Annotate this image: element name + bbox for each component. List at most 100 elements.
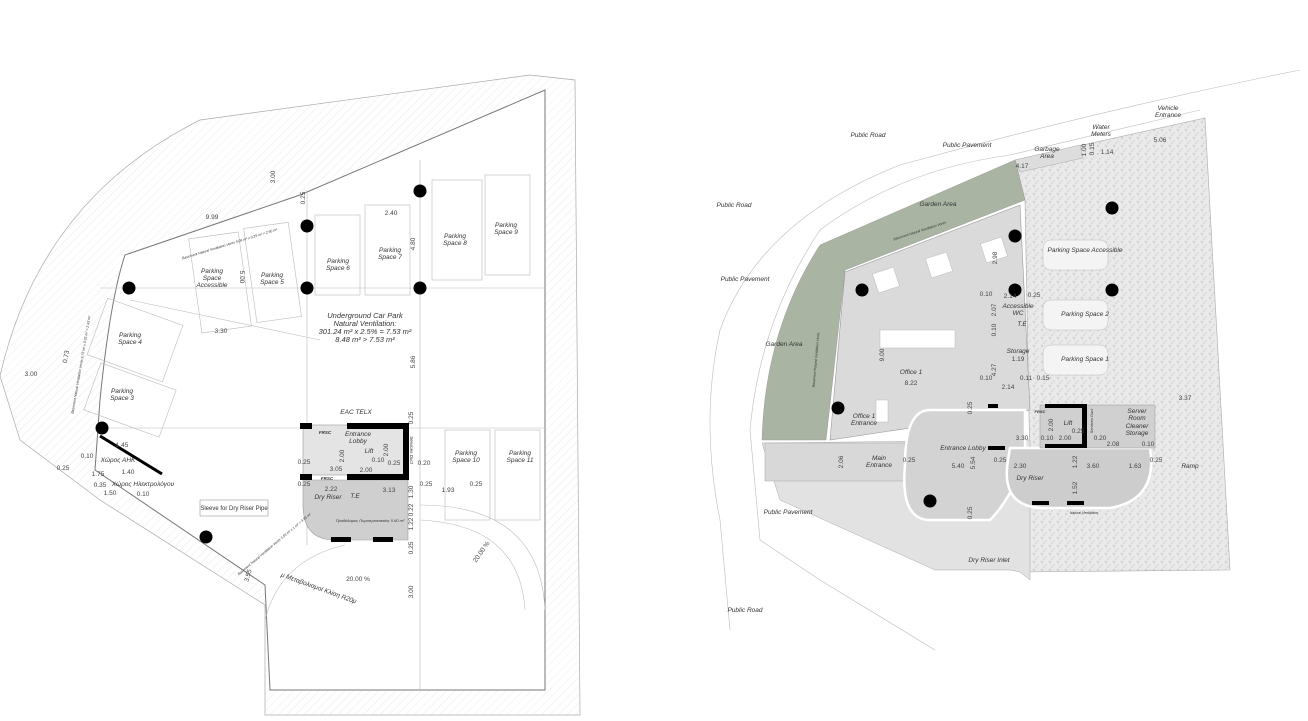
dimension: 0.10 [137,491,150,498]
dimension: 5.86 [410,355,417,368]
dimension: 9.00 [879,348,886,361]
dimension: 2.00 [339,449,346,462]
dimension: 0.10 [1041,435,1054,442]
road-edge [709,69,1301,631]
vent-strip-label: Basement Natural Ventilation Vents [812,332,821,387]
column [95,421,109,435]
note-line: Natural Ventilation: [333,319,396,328]
dimension: 0.20 [1094,435,1107,442]
main-entrance-label: Main Entrance [865,455,893,469]
dimension: 1.40 [122,469,135,476]
dry-riser-inlet-label: Dry Riser Inlet [968,557,1010,564]
column [1008,283,1022,297]
dimension: 1.22 [408,517,415,530]
server-room-label: Server Room [1127,408,1147,422]
garden-area-label: Garden Area [920,201,957,208]
column [199,530,213,544]
dimension: 1.75 [92,471,105,478]
public-pavement-label: Public Pavement [721,276,771,283]
stair-note: Προθάλαμος Πυροπροστασίας 5.60 m² [336,518,405,523]
dimension: 3.13 [383,487,396,494]
garbage-area [1014,144,1084,173]
dimension: 1.45 [116,442,129,449]
note-line: 8.48 m² > 7.53 m² [335,335,395,344]
dimension: 4.80 [410,237,417,250]
column [923,494,937,508]
generator-label: Χώρος Ηλεκτρολόγου [111,480,175,488]
dimension: 2.00 [1059,435,1072,442]
dimension: 2.14 [1004,293,1017,300]
dimension: 3.37 [1179,395,1192,402]
frsc-label: FRSC [1035,409,1046,414]
dimension: 2.30 [1014,463,1027,470]
dimension: 0.10 [1142,441,1155,448]
lift-core [1039,404,1156,449]
column [300,219,314,233]
dimension: 0.10 [980,291,993,298]
core-walls [300,423,409,542]
office-entrance-label: Office 1 Entrance [850,413,878,427]
services-duct-label: Services Duct [409,436,414,465]
dimension: 2.06 [838,455,845,468]
dimension: 3.00 [408,585,415,598]
dimension: 1.00 [1081,143,1088,156]
dimension: 1.14 [1101,149,1114,156]
dry-riser-label: Dry Riser [314,494,342,501]
parking-label: Parking Space 5 [260,272,284,286]
dimension: 9.99 [206,214,219,221]
dimension: 0.25 [1028,292,1041,299]
note-line: Underground Car Park [327,311,404,320]
callout-text: Sleeve for Dry Riser Pipe [200,506,268,512]
column [1105,283,1119,297]
office-desks [872,236,1008,423]
core-walls [988,404,1087,505]
dimension: 0.25 [470,481,483,488]
parking-label: Parking Space Accessible [1048,247,1123,254]
dimension: 5.06 [1154,137,1167,144]
dimension: 2.22 [325,486,338,493]
core-lobby [302,424,409,476]
storage-label: Storage [1007,348,1030,355]
dimension: 0.25 [388,460,401,467]
public-pavement-label: Public Pavement [943,142,993,149]
dimensions: 9.99 3.00 0.25 2.40 4.80 5.00 3.30 5.86 … [25,170,483,598]
basement-plan: Underground Car Park Natural Ventilation… [0,74,581,716]
dimension: 3.00 [270,170,277,183]
dimension: 0.25 [300,191,307,204]
dimension: 0.25 [408,411,415,424]
dimension: 0.25 [298,459,311,466]
parking-label: Parking Space 4 [118,332,142,346]
column [300,281,314,295]
dimension: 0.15 [1037,375,1050,382]
column [413,184,427,198]
dimension: 1.63 [1129,463,1142,470]
dimension: 3.30 [215,328,228,335]
dimensions: 5.06 4.17 1.00 0.15 1.14 2.98 0.10 2.14 … [838,137,1192,519]
dimension: 3.05 [330,466,343,473]
dimension: 0.25 [967,401,974,414]
dimension: 4.17 [1016,163,1029,170]
ground-plan: Public Road Public Road Public Road Publ… [709,69,1301,651]
dimension: 2.08 [1107,441,1120,448]
dimension: 0.25 [1072,428,1085,435]
dimension: 0.10 [980,375,993,382]
parking-label: Parking Space 2 [1061,311,1109,318]
dimension: 0.10 [81,453,94,460]
parking-label: Parking Space 7 [378,247,402,261]
column [1008,229,1022,243]
columns [831,201,1119,508]
office-label: Office 1 [900,369,923,376]
accessible-wc-label: Accessible WC [1002,303,1034,317]
dimension: 0.11 [1020,375,1033,382]
dimension: 0.25 [994,457,1007,464]
dimension: 0.20 [418,460,431,467]
main-entrance-path [764,442,906,482]
columns [95,184,427,544]
dimension: 2.00 [360,467,373,474]
dimension: 5.00 [238,271,245,284]
dry-riser-label: Dry Riser [1016,475,1044,482]
dimension: 2.14 [1002,384,1015,391]
dimension: 3.00 [25,371,38,378]
